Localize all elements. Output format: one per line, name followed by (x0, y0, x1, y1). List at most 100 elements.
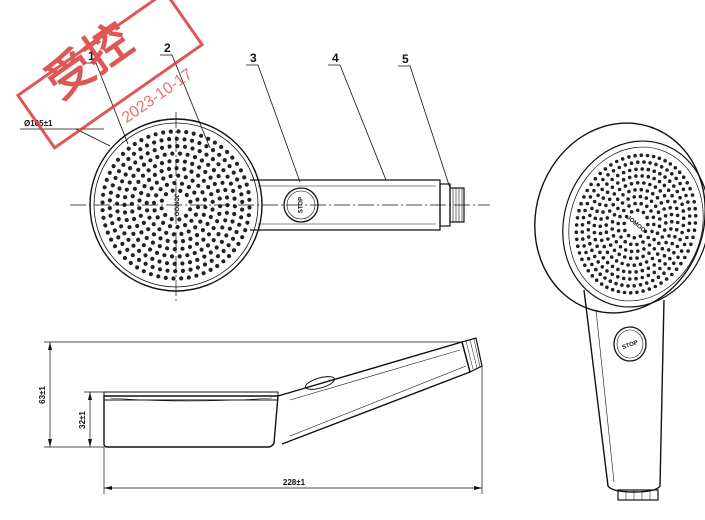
nozzle-dot (154, 193, 159, 198)
nozzle-dot (170, 188, 175, 193)
nozzle-dot (231, 170, 236, 175)
nozzle-dot (116, 235, 121, 240)
nozzle-dot (605, 260, 610, 265)
nozzle-dot (670, 272, 674, 277)
nozzle-dot (675, 213, 680, 218)
nozzle-dot (247, 197, 252, 202)
nozzle-dot (670, 193, 674, 198)
nozzle-dot (117, 250, 122, 255)
nozzle-dot (674, 227, 679, 232)
nozzle-dot (622, 208, 626, 213)
nozzle-dot (177, 151, 183, 156)
nozzle-dot (150, 240, 155, 245)
nozzle-dot (216, 174, 221, 179)
nozzle-dot (655, 195, 660, 200)
nozzle-dot (640, 268, 645, 273)
nozzle-dot (629, 249, 634, 254)
nozzle-dot (138, 213, 143, 218)
nozzle-dot (107, 198, 112, 203)
nozzle-dot (663, 158, 667, 163)
nozzle-dot (215, 219, 220, 224)
nozzle-pattern-perspective (574, 153, 698, 295)
nozzle-dot (227, 226, 232, 231)
nozzle-dot (141, 162, 147, 167)
nozzle-dot (592, 223, 597, 228)
nozzle-dot (581, 237, 585, 241)
nozzle-dot (655, 252, 660, 256)
nozzle-dot (188, 236, 193, 241)
nozzle-dot (656, 275, 661, 280)
nozzle-dot (616, 221, 620, 226)
nozzle-dot (144, 200, 149, 205)
nozzle-dot (206, 185, 211, 190)
nozzle-dot (654, 162, 658, 167)
nozzle-dot (121, 162, 126, 167)
nozzle-dot (215, 263, 220, 269)
nozzle-dot (593, 216, 598, 221)
nozzle-dot (668, 162, 673, 166)
nozzle-dot (201, 271, 206, 276)
nozzle-dot (110, 183, 115, 188)
nozzle-dot (191, 131, 196, 136)
nozzle-dot (634, 167, 638, 172)
nozzle-dot (688, 186, 692, 191)
nozzle-dot (647, 251, 651, 255)
nozzle-dot (628, 291, 633, 295)
nozzle-dot (666, 199, 670, 204)
nozzle-dot (162, 253, 167, 258)
nozzle-dot (634, 276, 638, 281)
nozzle-dot (157, 244, 162, 249)
nozzle-dot (189, 169, 194, 174)
nozzle-dot (136, 237, 141, 242)
nozzle-dot (629, 210, 634, 214)
nozzle-dot (590, 206, 594, 211)
nozzle-dot (633, 201, 637, 206)
nozzle-dot (208, 214, 213, 220)
nozzle-dot (183, 213, 189, 218)
nozzle-dot (605, 182, 609, 186)
nozzle-dot (658, 189, 663, 193)
nozzle-dot (226, 254, 232, 259)
nozzle-dot (143, 253, 148, 258)
nozzle-dot (215, 254, 221, 259)
nozzle-dot (167, 159, 172, 164)
nozzle-dot (130, 194, 135, 199)
nozzle-dot (627, 189, 631, 194)
nozzle-dot (147, 177, 152, 182)
nozzle-dot (588, 213, 592, 218)
nozzle-dot (195, 205, 201, 210)
nozzle-dot (592, 254, 597, 259)
nozzle-dot (635, 242, 639, 247)
nozzle-dot (126, 156, 131, 162)
nozzle-dot (196, 173, 201, 178)
nozzle-dot (192, 190, 197, 195)
nozzle-dot (230, 236, 236, 241)
nozzle-dot (199, 158, 204, 163)
nozzle-dot (205, 221, 210, 226)
side-view (103, 337, 483, 448)
nozzle-dot (127, 180, 132, 185)
nozzle-dot (610, 227, 614, 231)
nozzle-dot (137, 248, 142, 253)
nozzle-dot (662, 193, 667, 198)
nozzle-dot (201, 237, 206, 242)
nozzle-dot (135, 265, 140, 270)
nozzle-dot (152, 164, 158, 169)
nozzle-dot (148, 247, 153, 252)
nozzle-dot (148, 272, 153, 277)
nozzle-dot (666, 188, 671, 192)
nozzle-dot (575, 216, 580, 220)
nozzle-dot (238, 168, 243, 173)
nozzle-dot (662, 183, 667, 188)
nozzle-dot (157, 227, 162, 232)
nozzle-dot (620, 201, 625, 205)
nozzle-dot (614, 240, 619, 244)
nozzle-dot (247, 205, 252, 210)
nozzle-dot (659, 165, 664, 169)
nozzle-dot (601, 177, 605, 182)
nozzle-dot (611, 234, 616, 238)
nozzle-dot (203, 169, 208, 175)
nozzle-dot (686, 249, 690, 253)
nozzle-dot (141, 243, 146, 248)
nozzle-dot (140, 173, 146, 178)
